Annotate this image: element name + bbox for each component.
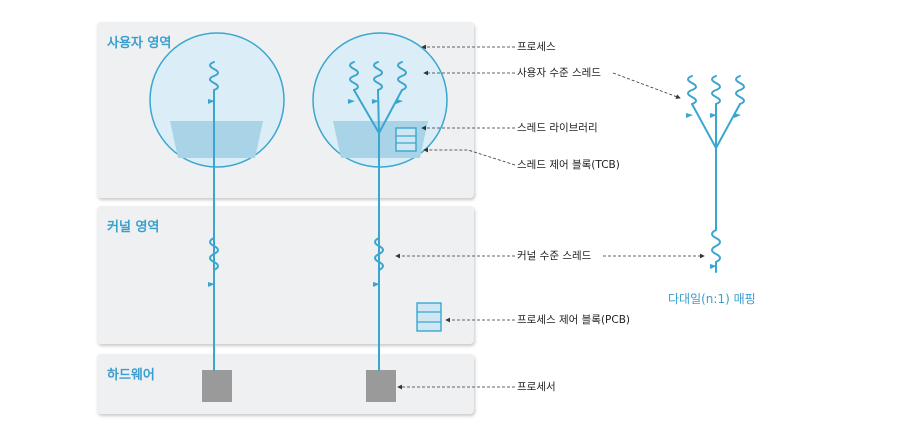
label-process: 프로세스 — [517, 41, 556, 53]
label-user-thread: 사용자 수준 스레드 — [517, 67, 601, 79]
label-thread-library: 스레드 라이브러리 — [517, 122, 598, 134]
label-kernel-thread: 커널 수준 스레드 — [517, 250, 592, 262]
processor-right — [366, 370, 396, 402]
label-pcb: 프로세스 제어 블록(PCB) — [517, 314, 631, 326]
label-processor: 프로세서 — [517, 381, 556, 393]
kernel-thread-left — [209, 237, 219, 271]
user-space-title: 사용자 영역 — [107, 36, 172, 51]
kernel-space-region: 커널 영역 — [97, 206, 474, 344]
nto1-mapping-caption: 다대일(n:1) 매핑 — [668, 292, 756, 306]
user-threads-right — [349, 61, 407, 371]
nto1-mapping-example — [687, 75, 745, 273]
pcb-icon — [416, 302, 442, 332]
hardware-region: 하드웨어 — [97, 354, 474, 414]
kernel-thread-right — [374, 237, 384, 271]
user-thread-left — [209, 61, 219, 371]
processor-left — [202, 370, 232, 402]
kernel-space-title: 커널 영역 — [107, 220, 160, 235]
tcb-icon — [395, 127, 417, 152]
label-tcb: 스레드 제어 블록(TCB) — [517, 159, 620, 171]
thread-library-left — [170, 121, 263, 158]
hardware-title: 하드웨어 — [107, 368, 155, 383]
